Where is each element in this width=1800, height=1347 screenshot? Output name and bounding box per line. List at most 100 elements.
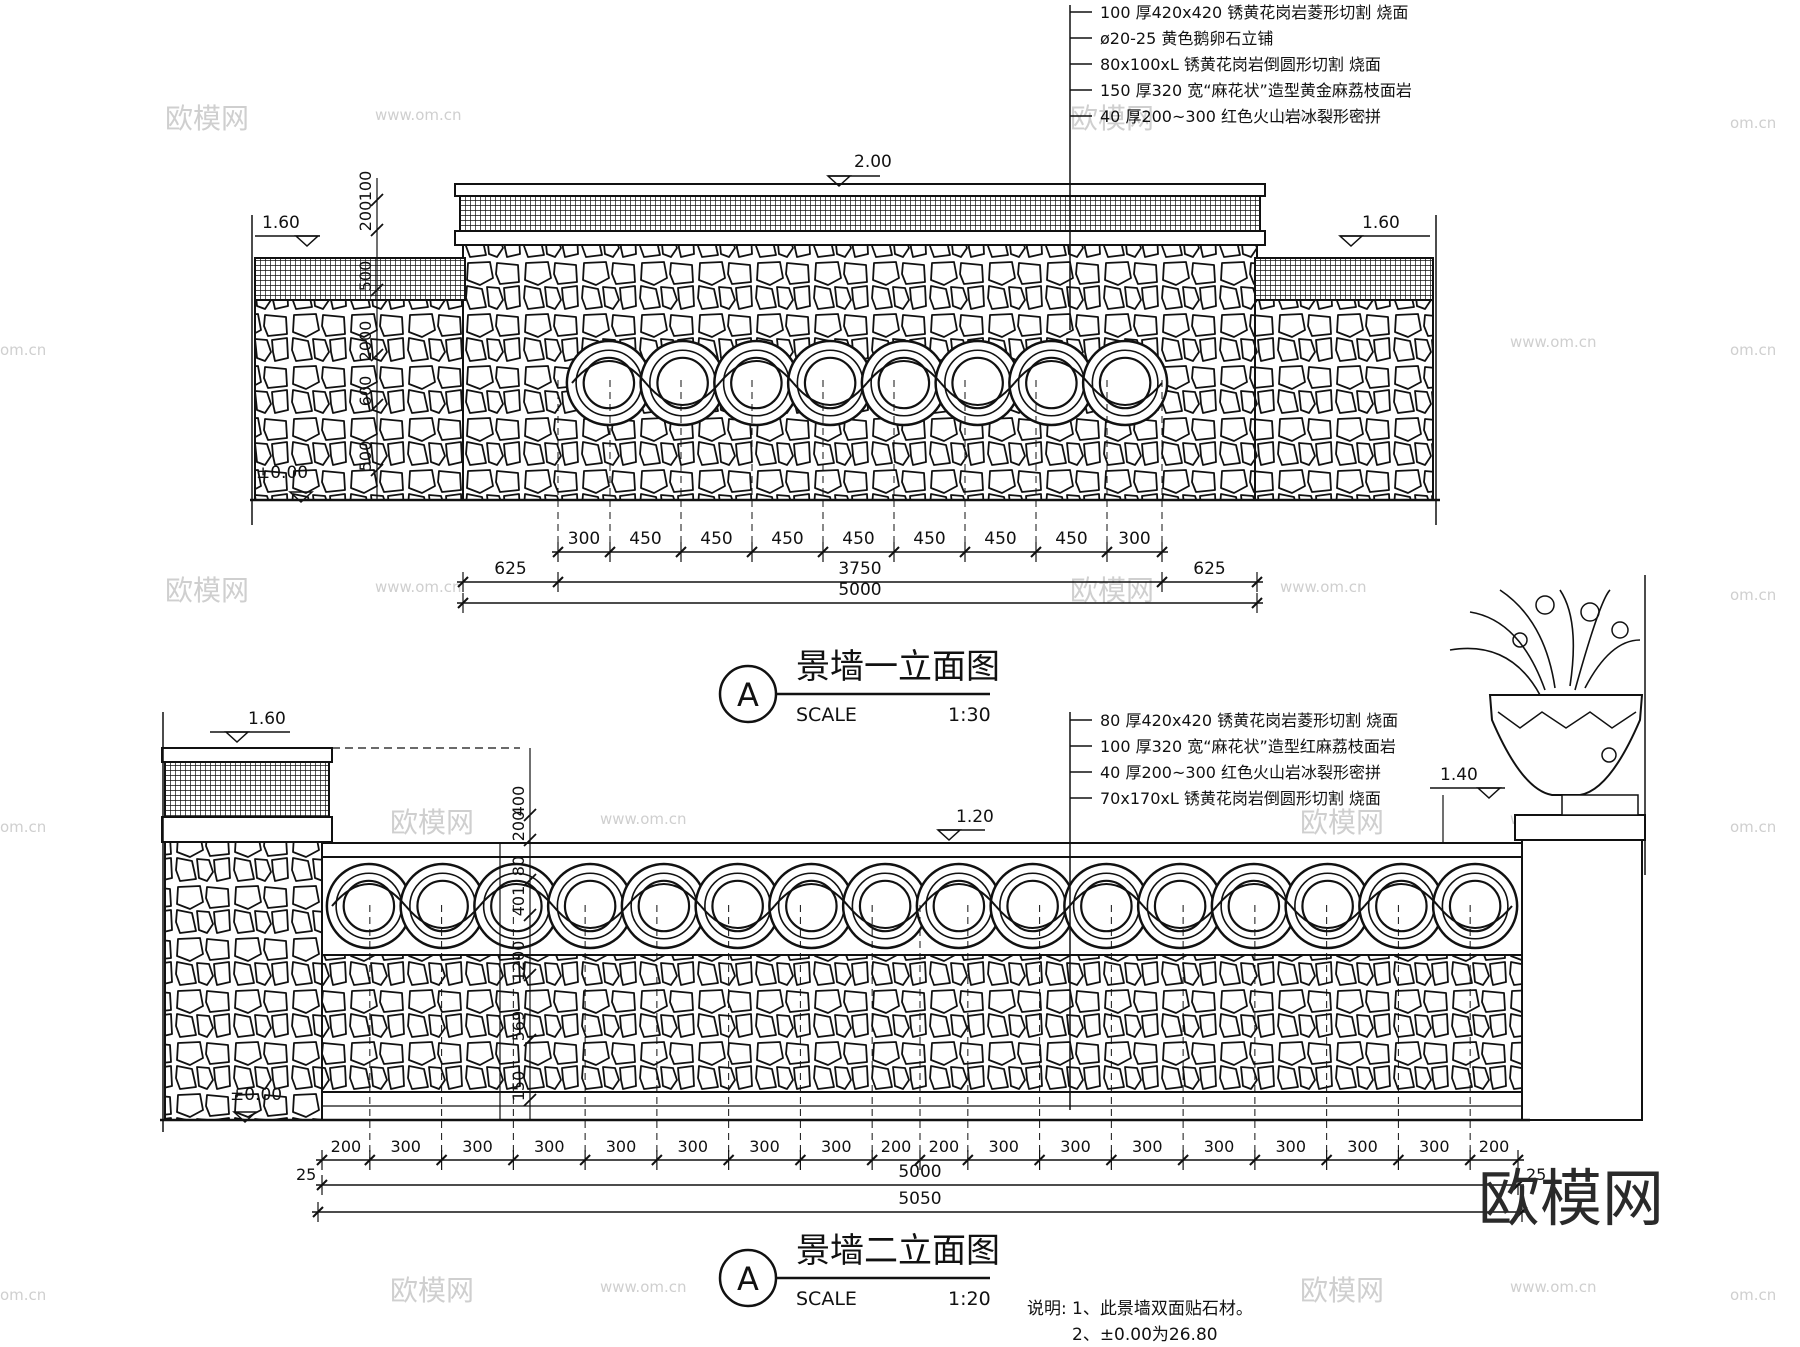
elev1-scale-label: SCALE xyxy=(796,704,857,726)
watermark-url-short: om.cn xyxy=(1730,818,1776,836)
elev1-twist-strand xyxy=(866,360,942,384)
elev2-material-note: 100 厚320 宽“麻花状”造型红麻荔枝面岩 xyxy=(1100,737,1396,756)
elev2-hdim1-label: 200 xyxy=(1479,1137,1510,1156)
elev2-pillar-right-cap xyxy=(1514,814,1646,841)
watermark-logo: 欧模网 xyxy=(165,574,249,607)
elev2-level-right-text: 1.40 xyxy=(1440,765,1478,785)
elev1-twist-strand xyxy=(792,382,868,406)
elev1-hdim2-label: 3750 xyxy=(838,559,881,579)
watermark-url: www.om.cn xyxy=(375,106,462,124)
elev1-twist-ring-mid xyxy=(1091,349,1159,417)
elev1-symbol: A xyxy=(737,676,759,714)
elev1-twist-strand xyxy=(718,360,795,384)
elev1-hdim1-label: 300 xyxy=(568,529,600,549)
elev2-twist-ring-inner xyxy=(1375,879,1428,933)
elev1-twist-ring-inner xyxy=(1098,356,1152,410)
elev2-twist-ring-inner xyxy=(637,879,691,933)
elev1-scale-value: 1:30 xyxy=(948,704,991,726)
elev2-hdim1-label: 300 xyxy=(1060,1137,1091,1156)
elev2-twist-ring-inner xyxy=(1301,879,1354,933)
elev2-material-note: 70x170xL 锈黄花岗岩倒圆形切割 烧面 xyxy=(1100,789,1381,808)
elev2-level-left-text: 1.60 xyxy=(248,709,286,729)
elev2-twist-strand xyxy=(994,905,1071,929)
elev2-level-left: 1.60 xyxy=(210,709,290,744)
watermark-url: www.om.cn xyxy=(1510,1278,1597,1296)
elev2-twist-strand xyxy=(773,883,850,907)
elev2-hdim1-label: 300 xyxy=(677,1137,708,1156)
elev2-hdim1-label: 300 xyxy=(1419,1137,1450,1156)
elev1-hdim1-label: 450 xyxy=(629,529,661,549)
watermark-logo: 欧模网 xyxy=(1300,1274,1384,1307)
elev1-material-note: 80x100xL 锈黄花岗岩倒圆形切割 烧面 xyxy=(1100,55,1381,74)
elev2-pillar-left-cap xyxy=(164,761,330,818)
elev1-hdim1-label: 300 xyxy=(1118,529,1150,549)
elev2-twist-ring-inner xyxy=(1448,879,1502,933)
elev1-vdim-label: 100 xyxy=(356,171,375,202)
watermark-url-short: om.cn xyxy=(1730,341,1776,359)
elev2-hdim1-label: 200 xyxy=(331,1137,362,1156)
elev2-twist-ring-mid xyxy=(1441,872,1509,940)
watermark-url-short: om.cn xyxy=(1730,114,1776,132)
elev2-twist-strand xyxy=(1216,883,1292,907)
elev1-material-note: ø20-25 黄色鹅卵石立铺 xyxy=(1100,29,1273,48)
elev2-pillar-left-cap-base xyxy=(161,816,333,843)
elev2-twist-strand xyxy=(1068,883,1145,907)
elev2-vdim-label: 80 xyxy=(509,856,528,876)
elev2-hdim1-label: 200 xyxy=(929,1137,960,1156)
elev1-material-note: 150 厚320 宽“麻花状”造型黄金麻荔枝面岩 xyxy=(1100,81,1412,100)
watermark-logo: 欧模网 xyxy=(390,1274,474,1307)
elev1-title-block: A 景墙一立面图 SCALE 1:30 xyxy=(718,647,1000,726)
elev2-twist-ring-inner xyxy=(711,879,764,933)
elev2-hdim1-label: 300 xyxy=(821,1137,852,1156)
elev1-vdim-label: 500 xyxy=(356,261,375,292)
notes-label: 说明: xyxy=(1027,1299,1067,1319)
elev1-hdim-total-label: 5000 xyxy=(838,580,881,600)
elev2-twist-strand xyxy=(1363,883,1440,907)
watermark-url: www.om.cn xyxy=(1510,333,1597,351)
elev2-twist-ring-inner xyxy=(416,879,469,933)
elev2-hdim1-label: 300 xyxy=(749,1137,780,1156)
elev2-hdim-inner-label: 5000 xyxy=(898,1162,941,1182)
elev1-twist-strand xyxy=(939,382,1016,406)
elev2-hdim1-label: 300 xyxy=(1132,1137,1163,1156)
corner-logo: 欧模网 xyxy=(1478,1162,1664,1235)
elev1-twist-strand xyxy=(644,382,721,406)
elev2-title: 景墙二立面图 xyxy=(796,1231,1000,1271)
elev1-twist-ring-inner xyxy=(656,356,709,410)
elev1-wall-left xyxy=(254,299,466,501)
elev2-vdim-label: 401 xyxy=(509,886,528,917)
elev1-level-left: 1.60 xyxy=(255,213,320,248)
elev2-level-center-text: 1.20 xyxy=(956,807,994,827)
elev2-twist-ring-inner xyxy=(785,879,838,933)
elev1-level-right: 1.60 xyxy=(1338,213,1430,248)
elev2-wall-body xyxy=(321,954,1523,1093)
elev1-cap-center-base xyxy=(454,230,1266,246)
elev2-twist-ring-inner xyxy=(1006,879,1059,933)
elev2-hdim-total-label: 5050 xyxy=(898,1189,941,1209)
elev2-twist-ring-inner xyxy=(1153,879,1207,933)
elev1-level-left-text: 1.60 xyxy=(262,213,300,233)
elev2-scale-value: 1:20 xyxy=(948,1288,991,1310)
elev1-hdim1-label: 450 xyxy=(771,529,803,549)
elev1-hdim2-label: 625 xyxy=(1193,559,1225,579)
elev1-wall-right xyxy=(1254,299,1434,501)
watermark-url-short: om.cn xyxy=(0,818,46,836)
elev2-level-ground-text: ±0.00 xyxy=(230,1085,282,1105)
elev1-cap-right xyxy=(1254,257,1434,301)
elev2-hdim1-label: 300 xyxy=(1275,1137,1306,1156)
elev2-vdim-label: 150 xyxy=(509,1071,528,1102)
elev2-vdim-label: 1200 xyxy=(509,941,528,982)
elev2-twist-ring-inner xyxy=(342,879,396,933)
elev1-twist-ring-inner xyxy=(1025,356,1078,410)
elev2-hdim1-label: 300 xyxy=(606,1137,637,1156)
elev2-hdim1-label: 300 xyxy=(1204,1137,1235,1156)
elev1-twist-ring-inner xyxy=(877,356,931,410)
elev1-level-center: 2.00 xyxy=(826,152,892,188)
elev2-twist-strand xyxy=(699,905,776,929)
